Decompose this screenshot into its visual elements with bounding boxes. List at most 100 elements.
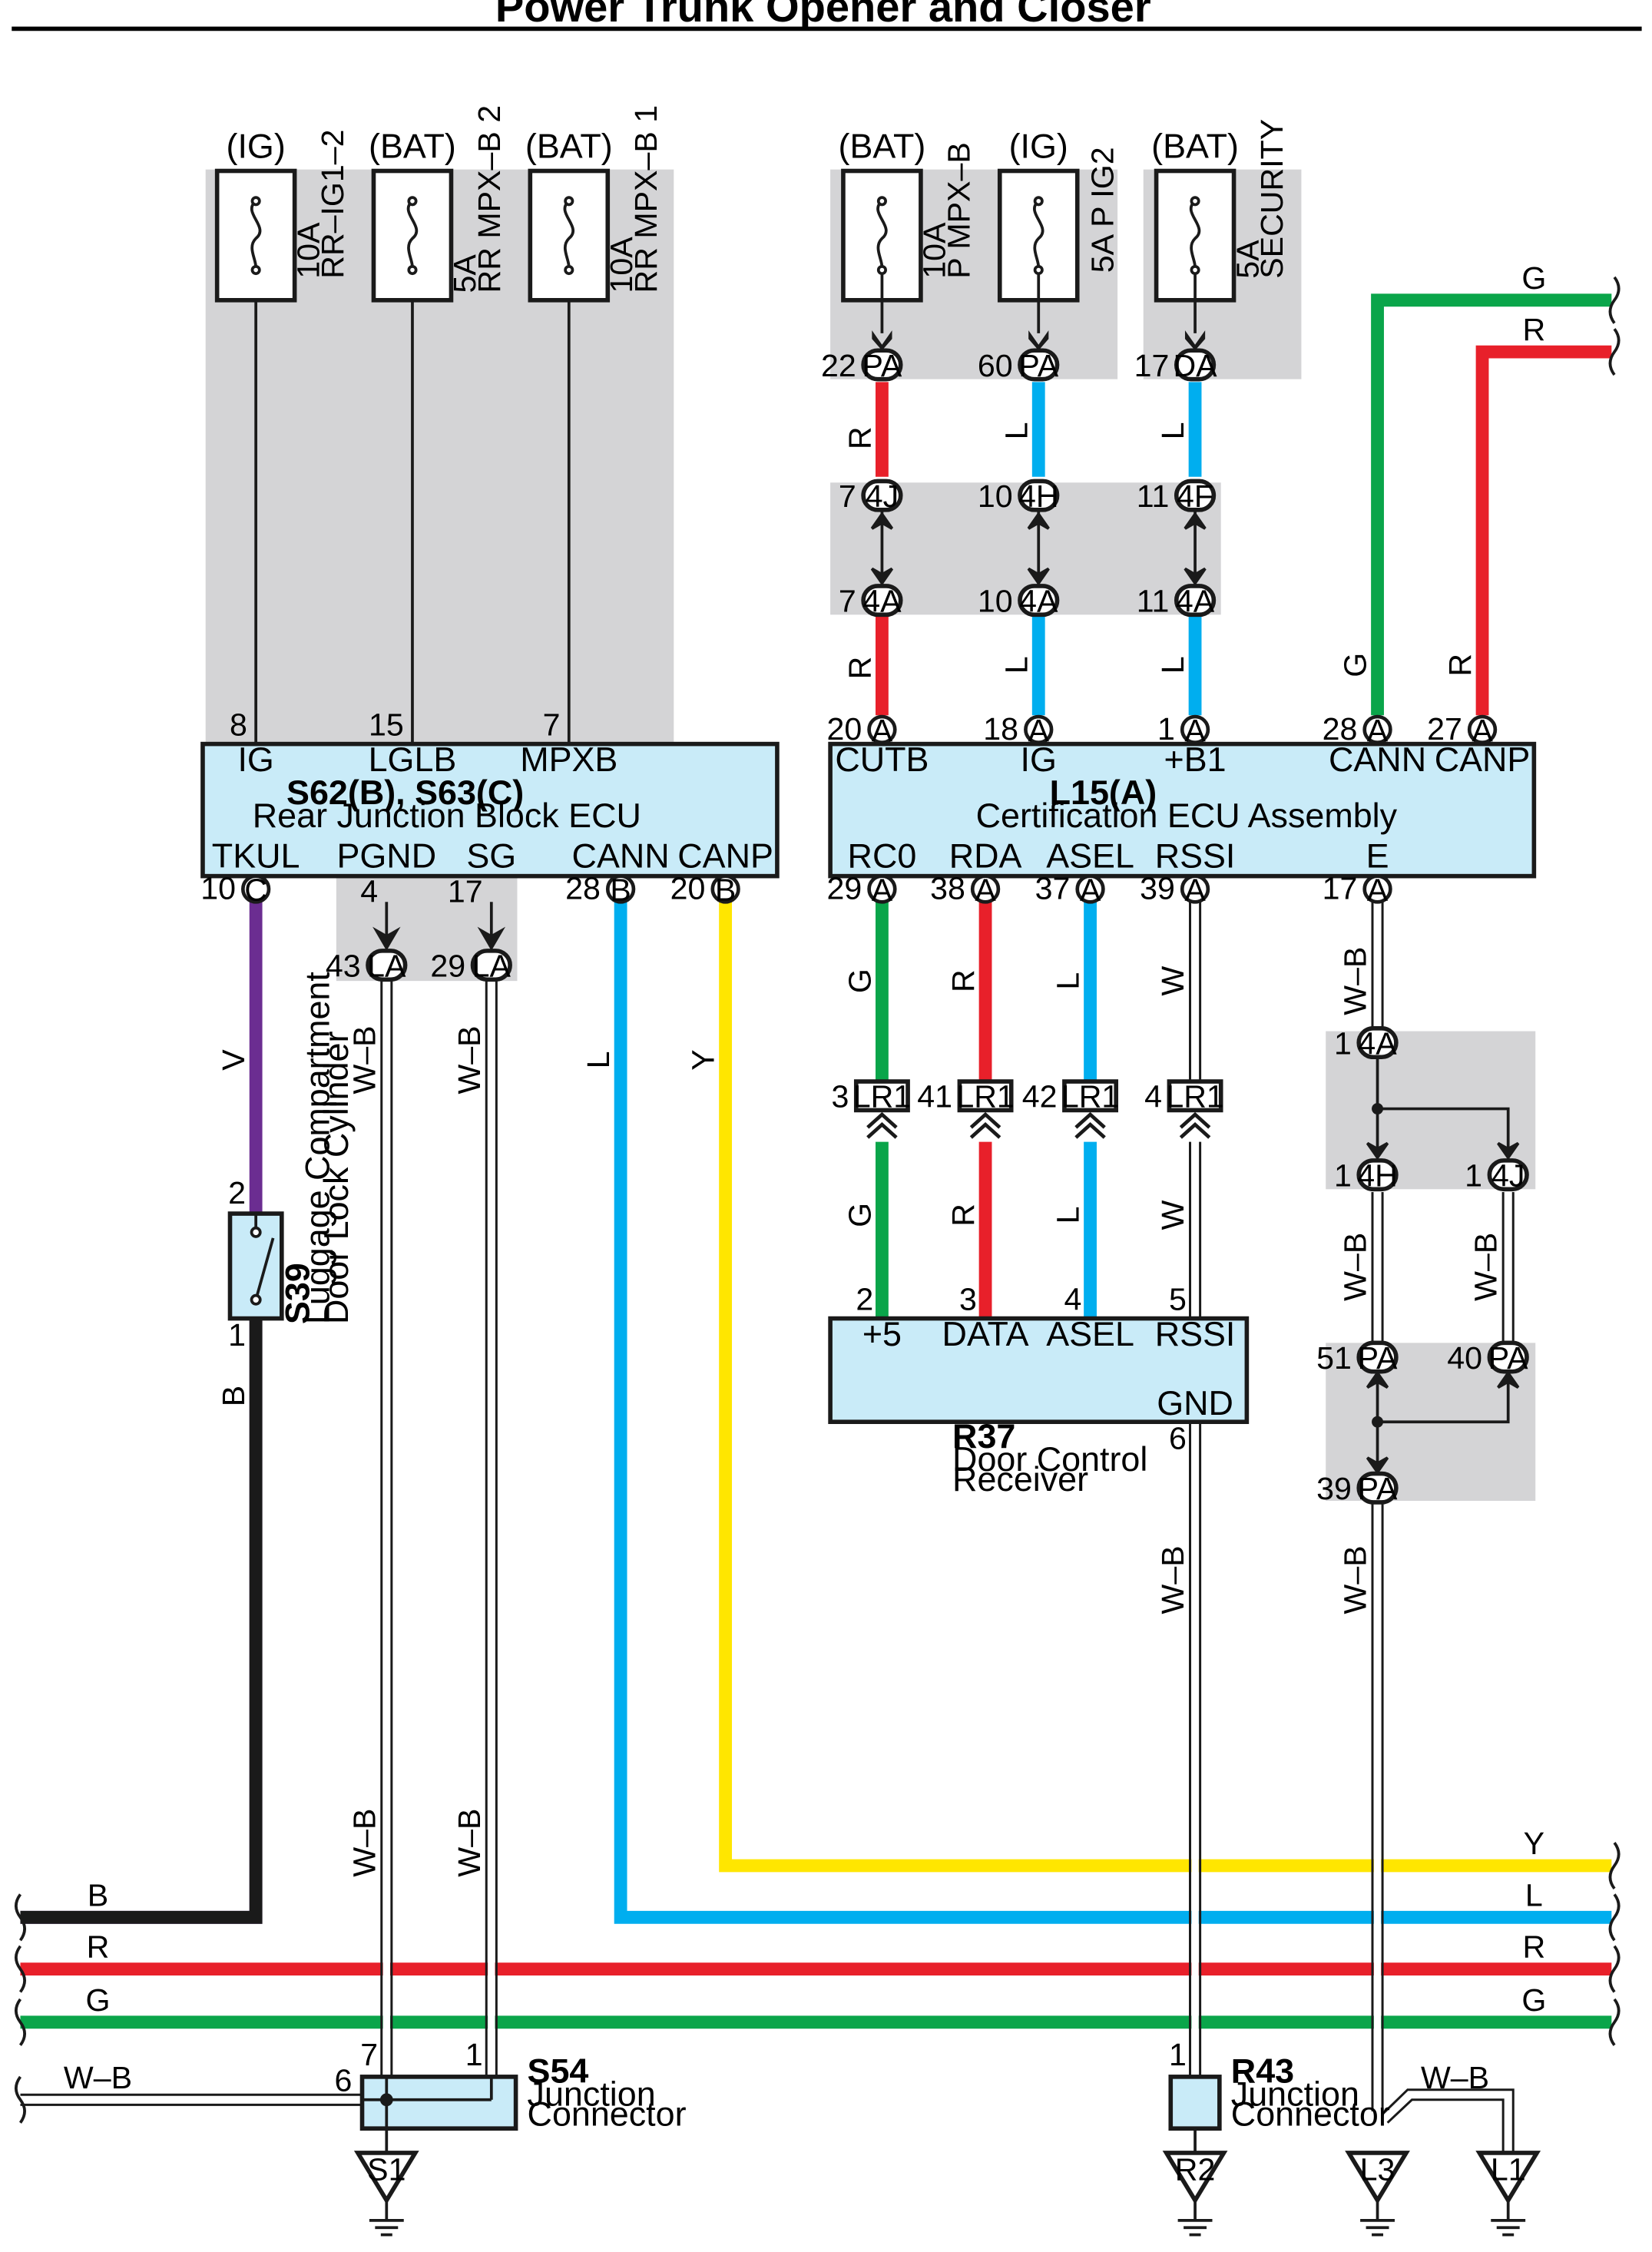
fuse-rating-4: 10A [917,222,952,279]
s54-id: S54 [528,2051,589,2090]
ground-l3: L3 [1360,2152,1395,2187]
r43-pin-1: 1 [1169,2037,1187,2072]
conn-e4h1-num: 1 [1334,1158,1352,1194]
svg-text:A: A [1367,713,1389,748]
conn-pa39-num: 39 [1316,1471,1352,1506]
receiver-pin-3: 3 [959,1281,977,1316]
switch-pin-2: 2 [228,1175,246,1210]
receiver-name-1: Door Control [952,1439,1147,1479]
fuse-name-1: RR–IG1–2 [315,129,350,278]
fuse-source-5: (IG) [1009,127,1068,166]
wires [20,273,1612,2029]
rear-jb-pin-pgnd-label: PGND [337,836,437,875]
ground-s1: S1 [367,2152,406,2187]
wire-r-canp-top [1475,345,1612,716]
r43-name-2: Connector [1231,2094,1390,2133]
svg-text:L: L [1155,656,1190,674]
conn-e4a1-name: 4A [1358,1026,1397,1061]
conn-lr42-name: LR1 [1061,1079,1119,1114]
cert-ecu-id: L15(A) [1050,773,1157,812]
svg-text:18: 18 [983,711,1018,747]
rear-jb-pin-sg-label: SG [466,836,516,875]
svg-text:R: R [945,1204,981,1227]
receiver-pin-6: 6 [1169,1421,1187,1456]
svg-text:R: R [1523,312,1546,347]
switch-name-1: Luggage Compartment [298,972,337,1324]
cert-pin-cutb-label: CUTB [835,740,929,779]
conn-lr3-num: 3 [832,1079,849,1114]
cert-pin-canp-label: CANP [1435,740,1531,779]
cert-pin-rc0-label: RC0 [848,836,917,875]
svg-text:17: 17 [448,873,483,909]
svg-text:R: R [87,1929,110,1965]
svg-text:A: A [1028,713,1050,748]
svg-text:B: B [216,1386,251,1406]
conn-4f11-num: 11 [1137,479,1170,514]
s54-name-2: Connector [528,2094,687,2133]
conn-pa51-num: 51 [1316,1340,1352,1376]
r43-junction-connector [1168,2075,1222,2131]
conn-lr4-name: LR1 [1166,1079,1223,1114]
receiver-pin-5v-label: +5 [862,1314,902,1353]
conn-lr41-num: 41 [917,1079,952,1114]
oval-connectors [366,348,1529,1505]
conn-lr42-num: 42 [1022,1079,1058,1114]
conn-e4a1-num: 1 [1334,1026,1352,1061]
svg-text:W–B: W–B [346,1025,382,1094]
svg-text:4: 4 [360,873,378,909]
svg-text:B: B [88,1877,108,1913]
wire-color-labels: R R L L L L G R G R V B W–B W–B W–B W–B … [64,260,1546,2095]
conn-la43-name: LA [367,949,406,984]
fuse-source-3: (BAT) [525,127,613,166]
conn-pa39-name: PA [1358,1471,1398,1506]
s54-pin-6: 6 [335,2063,353,2098]
conn-4a11-num: 11 [1137,584,1170,619]
fuse-name-4: P MPX–B [941,142,976,279]
cert-pin-b1-label: +B1 [1164,740,1227,779]
fuse-rating-1: 10A [290,222,326,279]
conn-4a7-name: 4A [862,584,902,619]
svg-text:W–B: W–B [1468,1233,1504,1301]
rear-jb-id: S62(B), S63(C) [286,773,524,812]
fuse-rating-6: 5A [1230,240,1265,279]
svg-text:R: R [1523,1929,1546,1965]
conn-la29-name: LA [472,949,511,984]
fuse-source-1: (IG) [227,127,286,166]
receiver-pin-4: 4 [1064,1281,1081,1316]
fuse-arrows [872,330,1206,351]
lr1-chevrons [866,1111,1211,1139]
svg-text:L: L [998,656,1034,674]
svg-text:28: 28 [1323,711,1358,747]
svg-text:W: W [1155,1200,1190,1230]
receiver-name-2: Receiver [952,1459,1088,1499]
svg-text:A: A [872,872,893,907]
fuse-rating-3: 10A [604,237,639,293]
switch-name-2: Door Lock Cylinder [316,1032,356,1325]
rear-jb-pin-7: 7 [543,707,561,742]
fuse-name-6: SECURITY [1254,119,1289,279]
conn-pa51-name: PA [1358,1340,1398,1376]
svg-text:B: B [715,872,736,907]
rear-jb-pin-canp-label: CANP [677,836,773,875]
conn-pa40-num: 40 [1447,1340,1482,1376]
svg-text:39: 39 [1140,871,1175,906]
svg-text:L: L [581,1051,616,1069]
cert-pin-e-label: E [1366,836,1389,875]
s54-pin-1: 1 [465,2037,483,2072]
conn-pa22-num: 22 [821,348,856,383]
fuse-rating-2: 5A [447,254,482,293]
fuse-name-3: RR MPX–B 1 [628,105,664,293]
svg-text:B: B [610,872,631,907]
rear-jb-pin-tkul-label: TKUL [212,836,300,875]
ground-r2: R2 [1175,2152,1216,2187]
svg-text:A: A [1367,872,1389,907]
svg-text:38: 38 [930,871,965,906]
conn-pa60-num: 60 [978,348,1013,383]
svg-text:20: 20 [670,871,706,906]
wire-g-cann-top [1371,293,1612,716]
svg-text:G: G [1338,653,1373,677]
conn-da17-num: 17 [1134,348,1170,383]
svg-text:W–B: W–B [1155,1545,1190,1614]
svg-text:37: 37 [1035,871,1071,906]
ground-l1: L1 [1491,2152,1526,2187]
